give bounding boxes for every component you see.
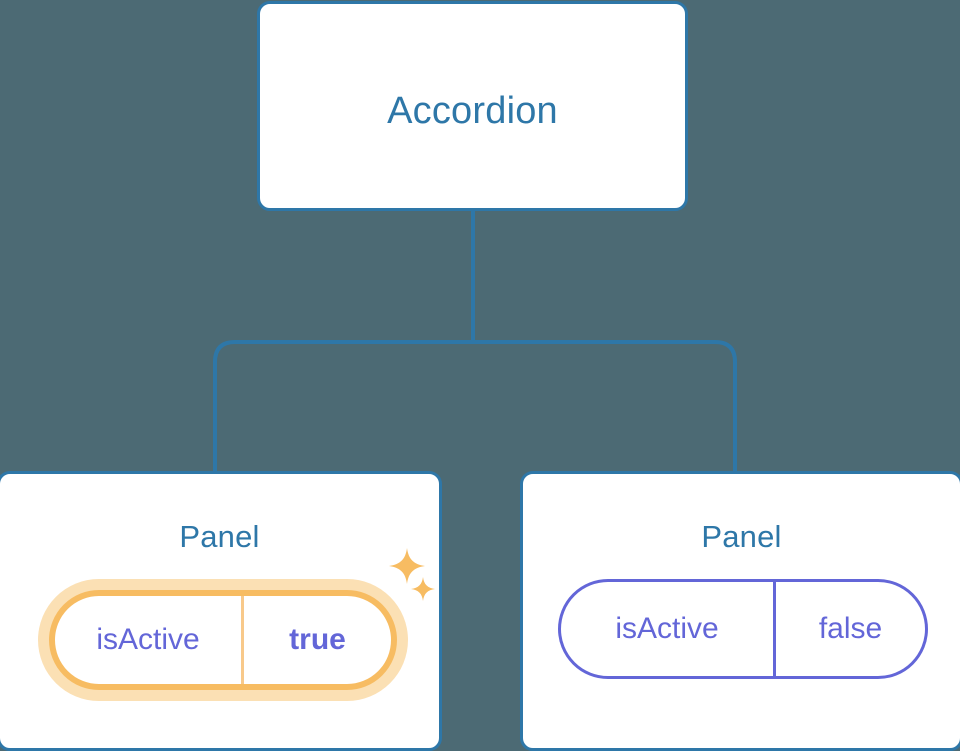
- node-panel-inactive-title: Panel: [701, 519, 782, 554]
- node-panel-active-title: Panel: [179, 519, 260, 554]
- connector-branch-bus: [213, 340, 737, 471]
- node-accordion[interactable]: Accordion: [257, 1, 688, 211]
- node-accordion-title: Accordion: [387, 90, 558, 132]
- node-panel-inactive[interactable]: Panel isActive false: [520, 471, 960, 751]
- prop-container-active: isActive true: [38, 579, 408, 701]
- prop-container-inactive: isActive false: [558, 579, 928, 679]
- prop-pill-is-active[interactable]: isActive false: [558, 579, 928, 679]
- prop-value-label: false: [818, 612, 883, 645]
- prop-pill-is-active[interactable]: isActive true: [49, 590, 397, 690]
- prop-key-label: isActive: [55, 596, 244, 684]
- prop-key-label: isActive: [561, 582, 776, 676]
- node-panel-active[interactable]: Panel isActive true: [0, 471, 442, 751]
- prop-value-label: true: [289, 623, 346, 656]
- prop-highlight-glow: isActive true: [38, 579, 408, 701]
